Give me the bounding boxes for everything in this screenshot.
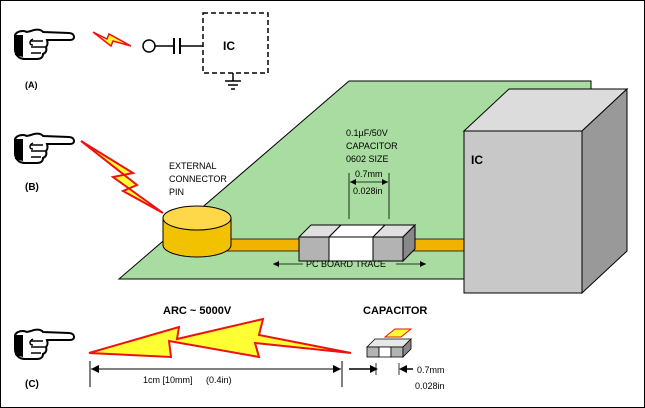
connector-label-line3: PIN <box>169 187 184 197</box>
panel-c-label: (C) <box>25 379 39 390</box>
capacitor-terminal-left <box>298 236 330 262</box>
ic-label-b: IC <box>471 153 483 167</box>
arc-length-mm: 1cm [10mm] <box>143 375 193 385</box>
panel-b-label: (B) <box>25 182 39 193</box>
dim-mm-b: 0.7mm <box>355 169 383 179</box>
tiny-spark-icon <box>383 328 413 338</box>
capacitor-title-c: CAPACITOR <box>363 305 427 317</box>
capacitor-label-line2: CAPACITOR <box>346 141 398 151</box>
pointing-hand-icon-b <box>14 132 76 164</box>
pointing-hand-icon-a <box>14 28 76 60</box>
small-spark-icon <box>92 31 132 48</box>
input-pin <box>142 39 156 53</box>
connector-label-line1: EXTERNAL <box>169 161 217 171</box>
pointing-hand-icon-c <box>14 328 76 360</box>
small-capacitor <box>366 346 380 358</box>
ic-box-dashed <box>202 12 269 74</box>
ic-front-face <box>463 130 583 294</box>
arc-bolt-icon <box>88 317 352 359</box>
esd-bolt-icon <box>80 140 164 214</box>
dim-in-c: 0.028in <box>415 381 445 391</box>
capacitor-label-line3: 0602 SIZE <box>346 154 389 164</box>
arc-length-in: (0.4in) <box>206 375 232 385</box>
trace-label: PC BOARD TRACE <box>306 259 386 269</box>
dim-in-b: 0.028in <box>353 186 383 196</box>
arc-title: ARC ~ 5000V <box>163 305 232 317</box>
ic-label-a: IC <box>223 39 235 53</box>
capacitor-body <box>328 236 374 262</box>
connector-label-line2: CONNECTOR <box>169 174 227 184</box>
panel-a-label: (A) <box>25 80 38 90</box>
capacitor-label-line1: 0.1µF/50V <box>346 128 388 138</box>
capacitor-terminal-right <box>372 236 404 262</box>
dim-mm-c: 0.7mm <box>417 365 445 375</box>
